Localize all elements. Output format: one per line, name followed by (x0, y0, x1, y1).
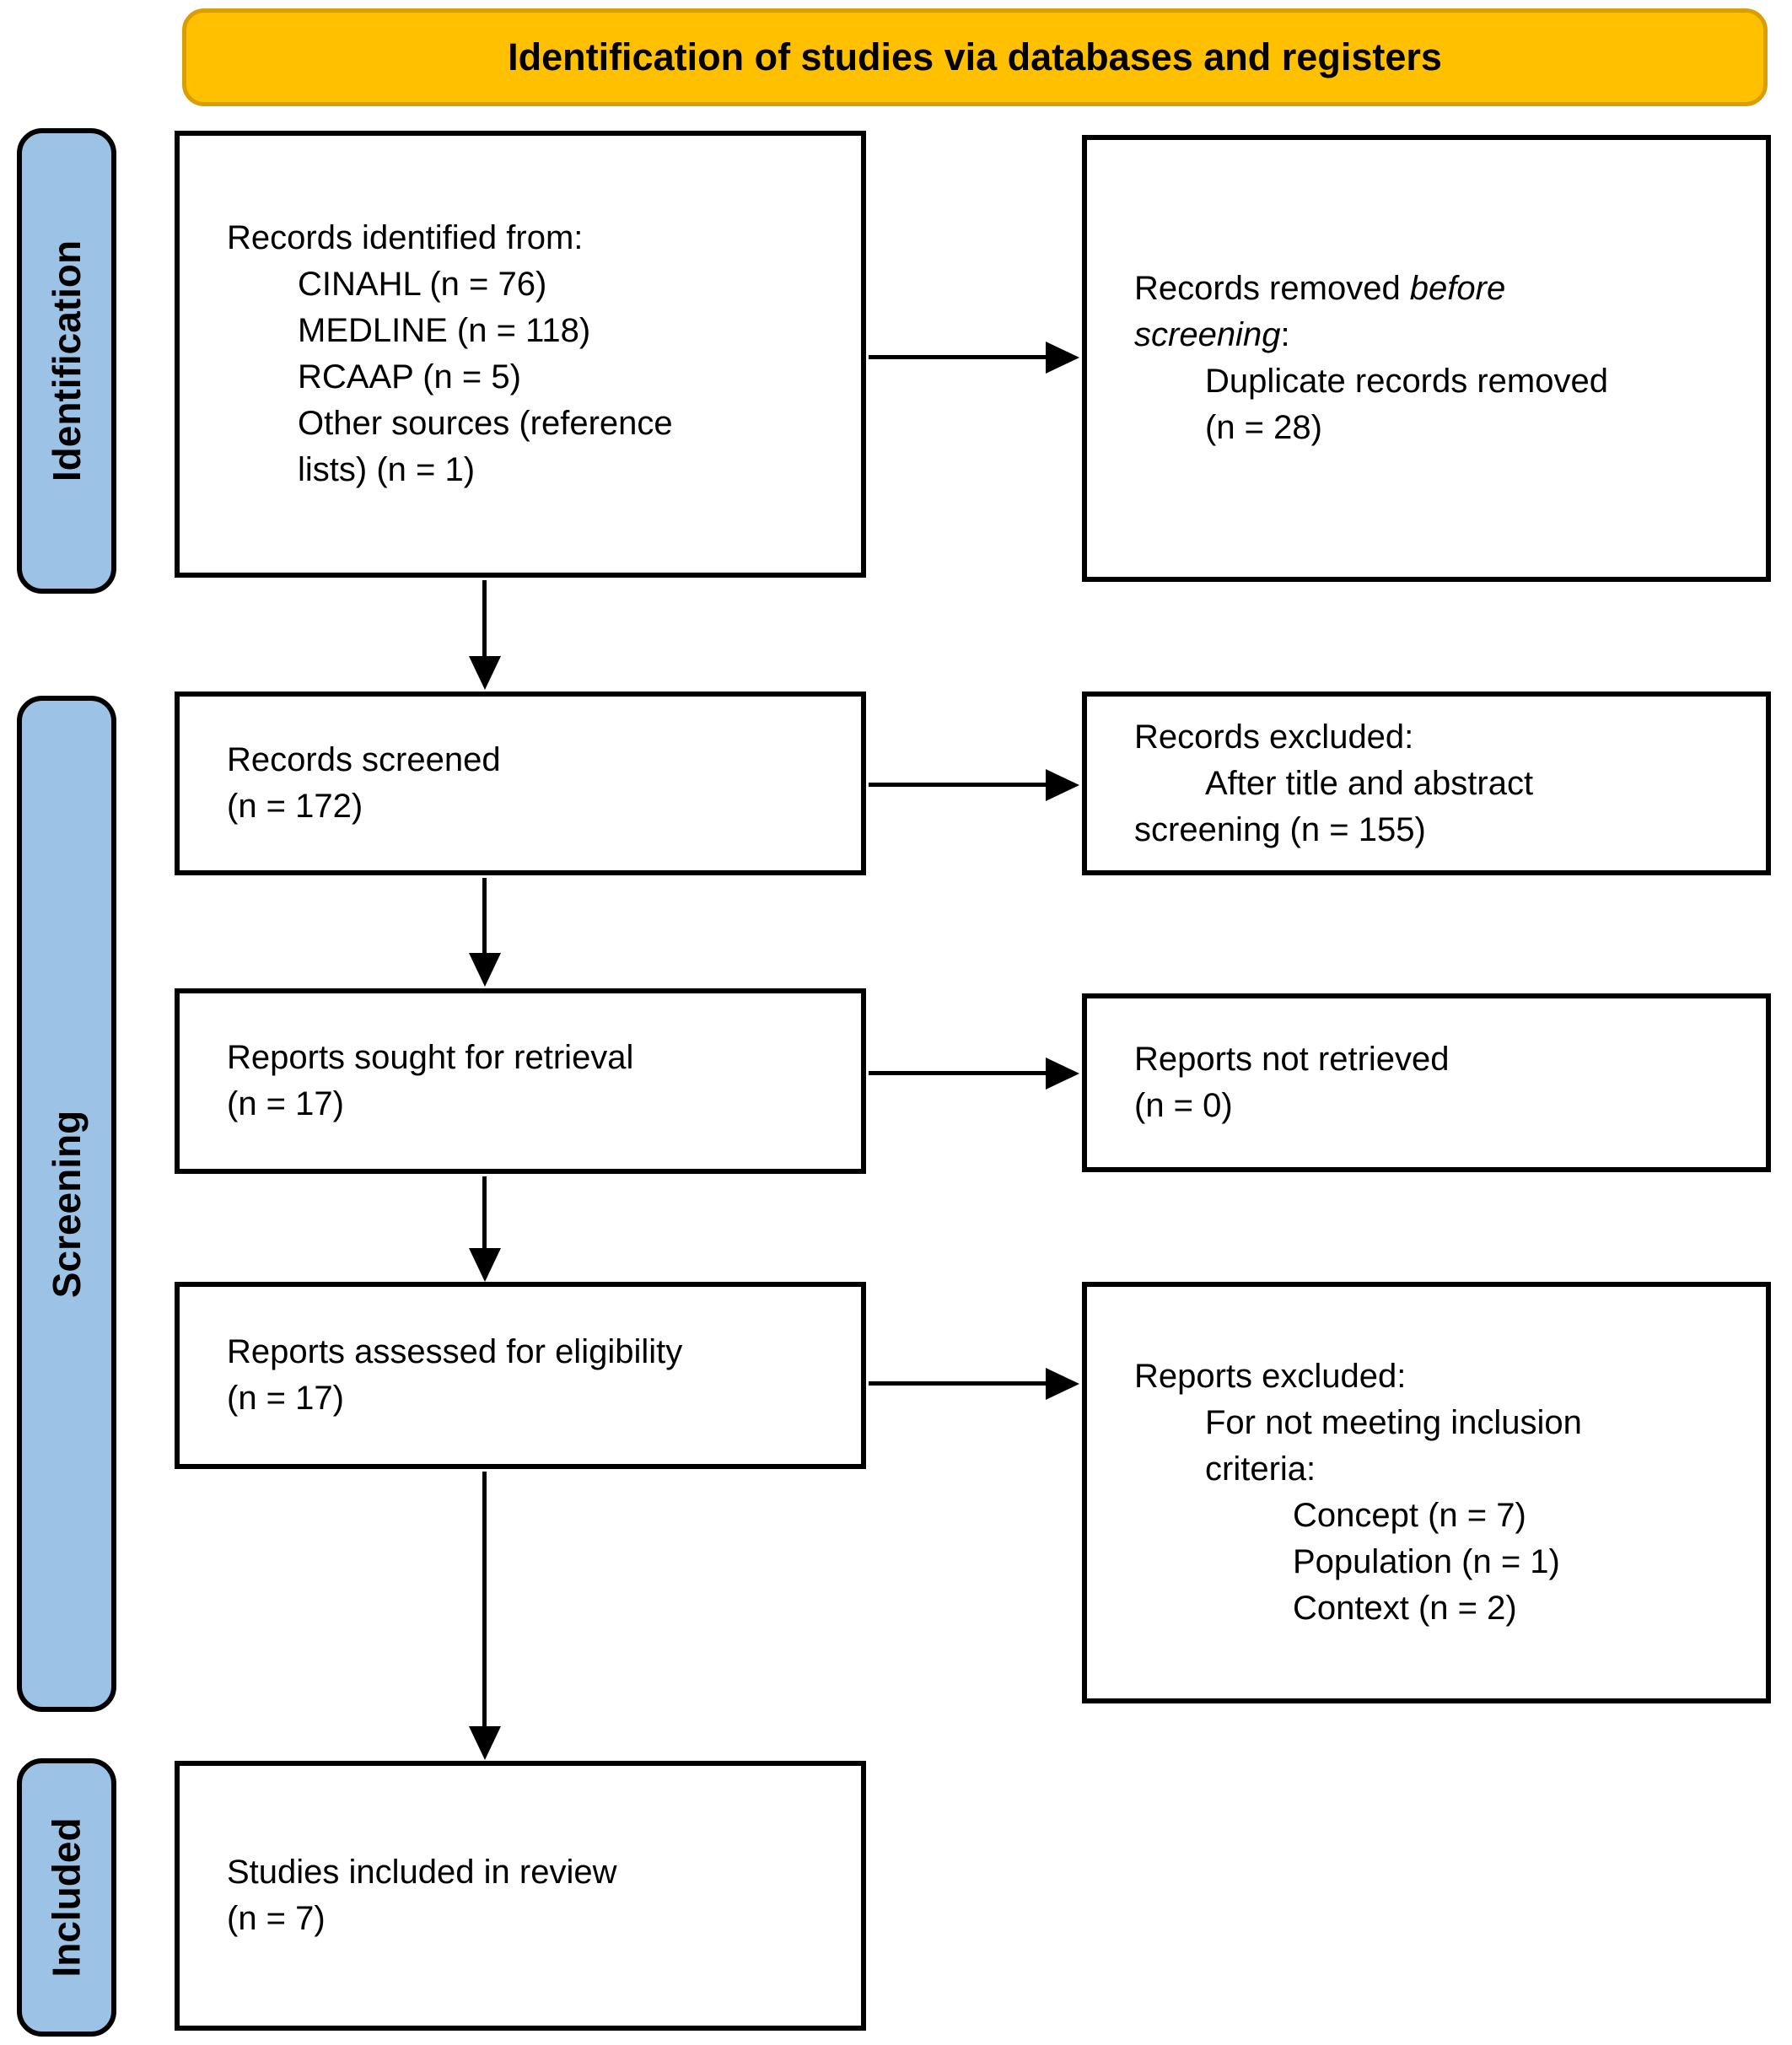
text-line: (n = 0) (1134, 1087, 1233, 1124)
text-line: (n = 28) (1205, 409, 1322, 446)
box-records-removed: Records removed before screening: Duplic… (1082, 135, 1771, 582)
text-line: CINAHL (n = 76) (298, 266, 547, 303)
banner-databases-registers: Identification of studies via databases … (182, 8, 1768, 106)
text-line: Records excluded: (1134, 718, 1414, 756)
box-reports-sought: Reports sought for retrieval (n = 17) (175, 988, 866, 1174)
text-line: Reports excluded: (1134, 1358, 1407, 1395)
arrow-down-screened-to-sought (482, 878, 487, 953)
sidebar-stage-included: Included (17, 1758, 116, 2037)
text-line: Studies included in review (227, 1854, 617, 1891)
text-line: criteria: (1205, 1450, 1316, 1488)
box-reports-not-retrieved: Reports not retrieved (n = 0) (1082, 993, 1771, 1172)
text-line: Other sources (reference (298, 405, 673, 442)
text-line: For not meeting inclusion (1205, 1404, 1582, 1441)
arrow-right-identified-to-removed (869, 355, 1047, 359)
stage-label-identification: Identification (45, 239, 89, 482)
text-line: Records screened (227, 741, 501, 778)
arrow-down-assessed-to-included (482, 1472, 487, 1726)
sidebar-stage-screening: Screening (17, 696, 116, 1712)
arrow-right-sought-to-not-retrieved (869, 1071, 1047, 1075)
sidebar-stage-identification: Identification (17, 128, 116, 594)
text-line: Reports sought for retrieval (227, 1039, 634, 1076)
box-records-identified: Records identified from: CINAHL (n = 76)… (175, 131, 866, 578)
arrow-right-screened-to-excluded (869, 783, 1047, 787)
text-line: (n = 7) (227, 1900, 326, 1937)
text-line: Reports assessed for eligibility (227, 1333, 683, 1370)
text-line: Concept (n = 7) (1293, 1497, 1526, 1534)
banner-title: Identification of studies via databases … (508, 35, 1442, 78)
text-line: (n = 172) (227, 788, 363, 825)
text-line: Records identified from: (227, 219, 584, 256)
text-line: (n = 17) (227, 1085, 344, 1122)
text-line: Population (n = 1) (1293, 1543, 1560, 1580)
text-line: Duplicate records removed (1205, 363, 1608, 400)
box-records-excluded: Records excluded: After title and abstra… (1082, 692, 1771, 875)
text-line: (n = 17) (227, 1380, 344, 1417)
arrow-right-assessed-to-excluded (869, 1381, 1047, 1386)
stage-label-screening: Screening (45, 1110, 89, 1298)
arrow-down-identified-to-screened (482, 580, 487, 656)
box-records-screened: Records screened (n = 172) (175, 692, 866, 875)
text-line: Reports not retrieved (1134, 1041, 1450, 1078)
box-studies-included: Studies included in review (n = 7) (175, 1761, 866, 2031)
arrow-down-sought-to-assessed (482, 1176, 487, 1248)
text-line: Context (n = 2) (1293, 1590, 1517, 1627)
text-line: lists) (n = 1) (298, 451, 476, 488)
box-reports-excluded: Reports excluded: For not meeting inclus… (1082, 1282, 1771, 1703)
text-line: screening (n = 155) (1134, 810, 1426, 848)
text-line: After title and abstract (1205, 764, 1534, 802)
text-line: screening: (1134, 316, 1290, 353)
text-line: MEDLINE (n = 118) (298, 312, 591, 349)
box-reports-assessed: Reports assessed for eligibility (n = 17… (175, 1282, 866, 1469)
stage-label-included: Included (45, 1817, 89, 1978)
text-line: RCAAP (n = 5) (298, 358, 521, 396)
text-line: Records removed before (1134, 270, 1506, 307)
